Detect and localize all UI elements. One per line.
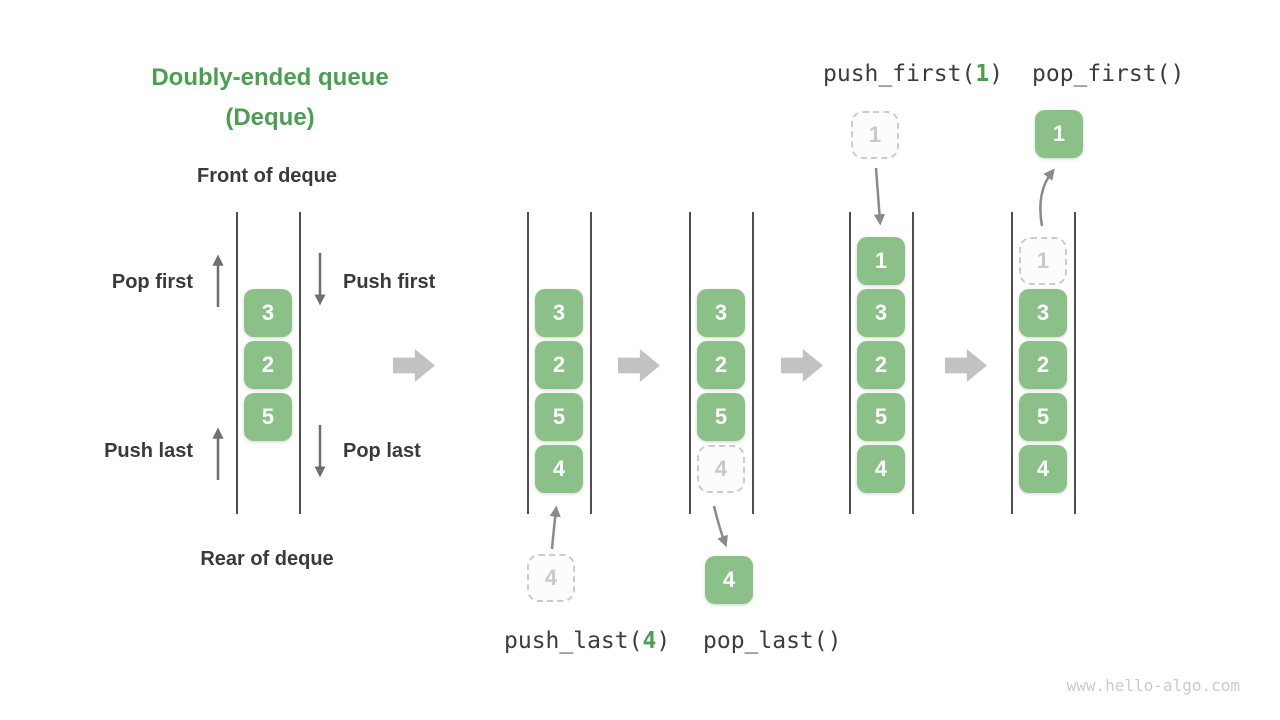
transition-arrow-icon [393,349,435,382]
push-first-incoming-value: 1 [851,111,899,159]
queue-item-5: 5 [1019,393,1067,441]
deque-during-pop-last-wall [689,212,691,514]
queue-item-3: 3 [697,289,745,337]
queue-item-3: 3 [244,289,292,337]
code-prefix: push_last( [504,628,643,654]
transition-arrow-icon [781,349,823,382]
queue-item-3: 3 [1019,289,1067,337]
queue-item-4: 4 [857,445,905,493]
pop-last-label: Pop last [343,440,421,462]
queue-item-4: 4 [1019,445,1067,493]
deque-during-pop-last-wall [752,212,754,514]
diagram-title-line1: Doubly-ended queue [151,64,389,91]
pop-first-remove-arrow-icon [1039,168,1055,227]
pop-first-removed-value: 1 [1035,110,1083,158]
deque-initial-wall [236,212,238,514]
queue-item-5: 5 [857,393,905,441]
queue-item-3: 3 [857,289,905,337]
push-first-code-label: push_first(1) [823,61,1003,87]
code-arg: 1 [975,61,990,87]
queue-item-3: 3 [535,289,583,337]
queue-item-2: 2 [1019,341,1067,389]
deque-after-push-first-wall [912,212,914,514]
queue-item-2: 2 [857,341,905,389]
queue-item-5: 5 [697,393,745,441]
queue-item-1-ghost: 1 [1019,237,1067,285]
watermark: www.hello-algo.com [1066,676,1240,695]
code-prefix: pop_first() [1032,61,1185,87]
code-prefix: push_first( [823,61,976,87]
push-first-label: Push first [343,271,436,293]
front-of-deque-label: Front of deque [197,165,337,187]
queue-item-5: 5 [244,393,292,441]
queue-item-2: 2 [244,341,292,389]
push-last-label: Push last [104,440,193,462]
queue-item-4: 4 [535,445,583,493]
deque-during-pop-first-wall [1011,212,1013,514]
code-suffix: ) [989,61,1004,87]
transition-arrow-icon [618,349,660,382]
code-arg: 4 [642,628,657,654]
queue-item-2: 2 [697,341,745,389]
push-first-insert-arrow-icon [873,167,886,226]
pop-first-label: Pop first [111,271,193,293]
diagram-title: Doubly-ended queue (Deque) [70,58,470,138]
pop-first-code-label: pop_first() [1032,61,1184,87]
deque-after-push-last-wall [527,212,529,514]
pop-last-remove-arrow-icon [712,505,728,548]
code-suffix: ) [656,628,671,654]
deque-during-pop-first-wall [1074,212,1076,514]
rear-of-deque-label: Rear of deque [200,548,334,570]
queue-item-1: 1 [857,237,905,285]
queue-item-2: 2 [535,341,583,389]
push-last-insert-arrow-icon [549,505,561,550]
diagram-title-line2: (Deque) [225,104,315,131]
push-last-code-label: push_last(4) [504,628,670,654]
pop-last-removed-value: 4 [705,556,753,604]
deque-after-push-first-wall [849,212,851,514]
deque-after-push-last-wall [590,212,592,514]
transition-arrow-icon [945,349,987,382]
queue-item-5: 5 [535,393,583,441]
deque-initial-wall [299,212,301,514]
pop-last-code-label: pop_last() [703,628,841,654]
push-last-incoming-value: 4 [527,554,575,602]
code-prefix: pop_last() [703,628,842,654]
queue-item-4-ghost: 4 [697,445,745,493]
